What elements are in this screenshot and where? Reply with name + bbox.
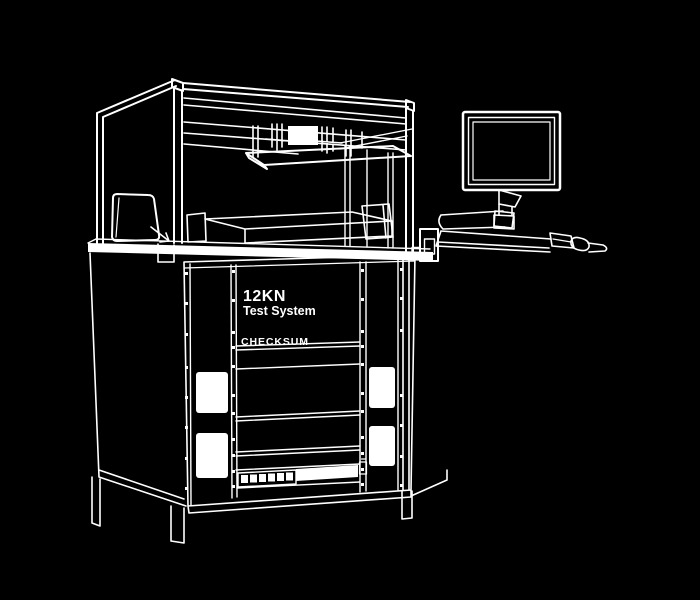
force-rating-label: 12KN [243, 288, 286, 305]
arm-mount-clamp [419, 228, 439, 262]
cabinet-legs [91, 476, 413, 544]
power-strip-outlets [241, 472, 293, 483]
system-name-label: Test System [243, 304, 316, 318]
monitor-arm [411, 210, 515, 262]
vent-panel-left-lower [196, 433, 228, 478]
cage-frame-lines [96, 78, 415, 254]
cabinet-rack-rails [189, 257, 399, 506]
vent-panels [196, 367, 395, 478]
press-rods [252, 123, 363, 158]
cabinet-left-face [89, 252, 187, 507]
side-display-bezel-line [115, 197, 120, 238]
press-head [245, 123, 412, 170]
cage-right-wall [339, 128, 413, 249]
arm-clamp-knob [411, 246, 421, 260]
press-platen [245, 145, 412, 170]
vent-panel-left-upper [196, 372, 228, 413]
power-strip-cover [296, 465, 358, 481]
arm-upper-link [438, 210, 506, 230]
monitor-assembly [461, 110, 562, 230]
bench-left-block [186, 212, 207, 243]
tray-end-rest [587, 242, 608, 253]
front-panel-branding: 12KN Test System CHECKSUM [241, 288, 316, 348]
bench-right-box [361, 203, 394, 240]
bench-front-band [88, 243, 433, 261]
monitor-post [498, 203, 513, 216]
arm-elbow-joint [493, 210, 515, 229]
arm-clamp-slot [423, 238, 436, 255]
power-strip-outline [237, 469, 297, 488]
vent-panel-right-lower [369, 426, 395, 466]
tray-surface-lines [435, 230, 552, 253]
monitor-outer-frame [461, 110, 562, 192]
monitor-bezel [467, 116, 556, 186]
cabinet-front-outline [183, 254, 448, 514]
side-display-bracket [150, 226, 175, 263]
keyboard-tray [435, 230, 608, 253]
brand-logo: CHECKSUM [241, 336, 309, 348]
vent-panel-right-upper [369, 367, 395, 408]
power-connector [358, 458, 368, 475]
mouse [570, 236, 590, 252]
safety-cage [96, 78, 415, 254]
power-strip [237, 458, 368, 488]
monitor-screen [472, 121, 551, 181]
workbench [87, 203, 433, 261]
rack-slot-dividers [235, 341, 361, 489]
monitor-hinge-bracket [498, 189, 522, 208]
press-block [288, 126, 318, 145]
keyboard-key-row [552, 238, 572, 243]
cabinet-top-seam [183, 260, 416, 269]
side-display-outline [111, 193, 161, 242]
rack-cabinet: 12KN Test System CHECKSUM [89, 252, 448, 544]
fixture-plate [204, 211, 393, 244]
bench-top-edge [87, 238, 431, 250]
